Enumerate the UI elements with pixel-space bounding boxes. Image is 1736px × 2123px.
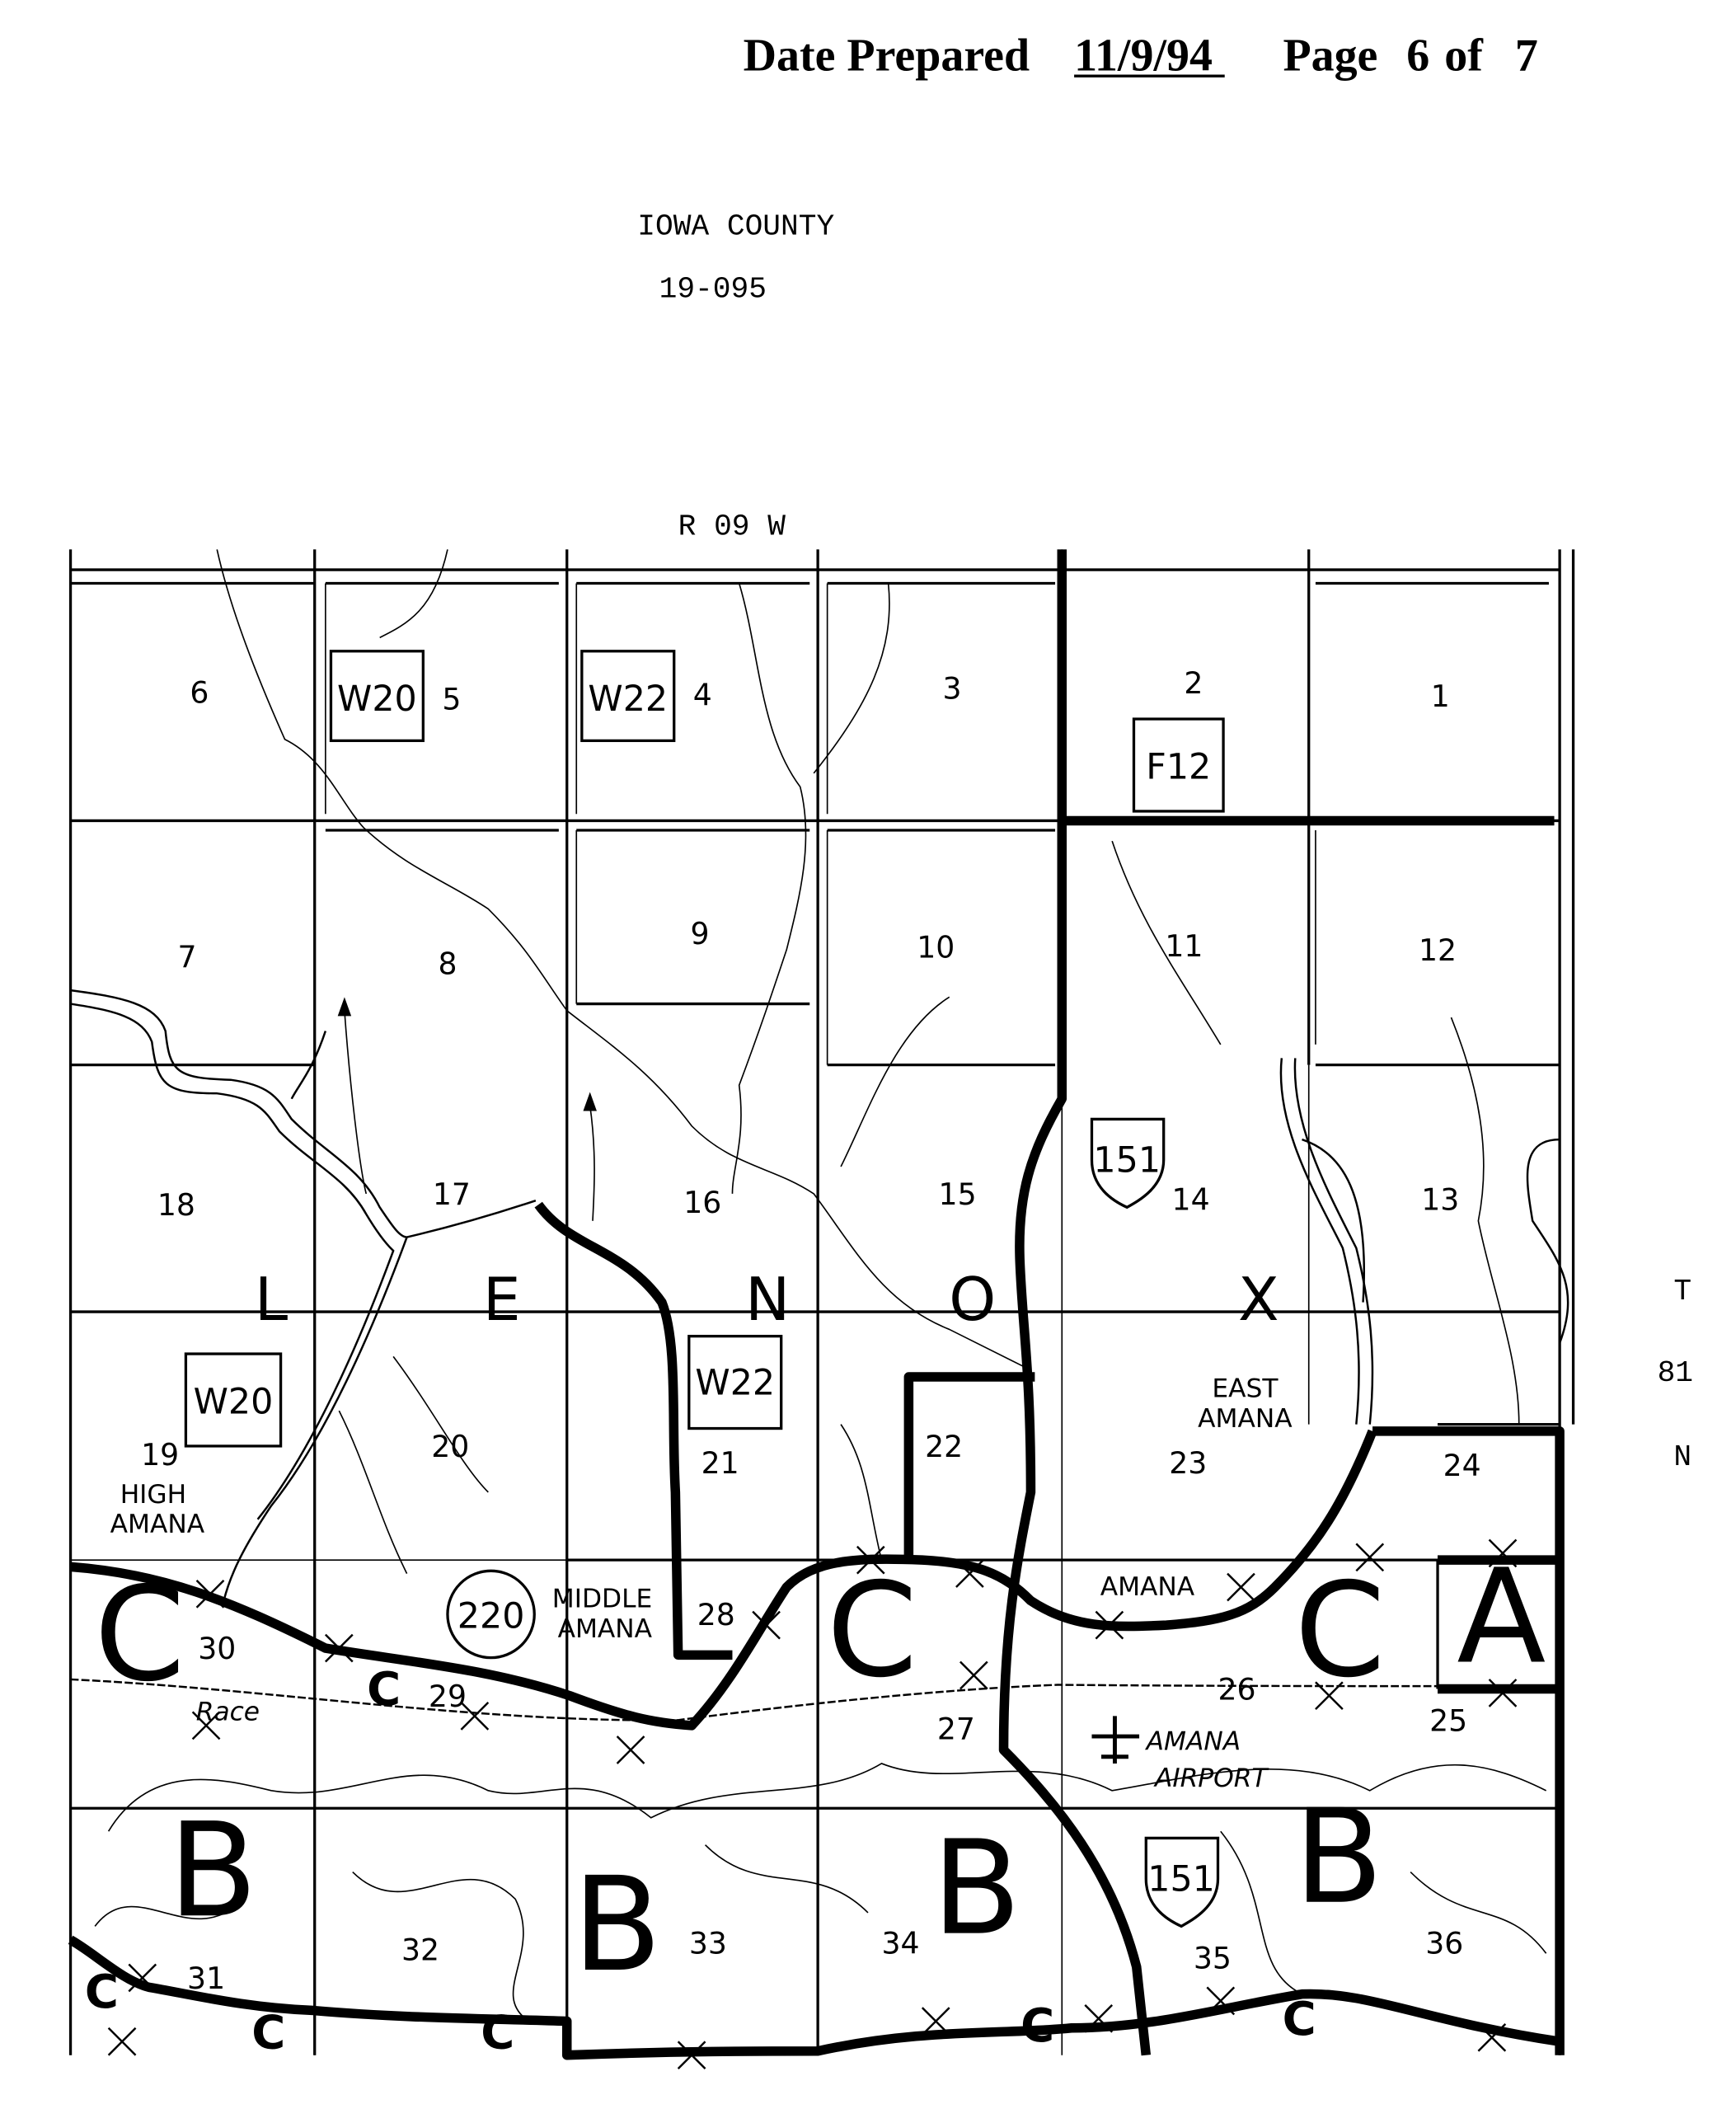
township-letter: X [1238,1266,1279,1335]
section-number: 10 [917,930,955,965]
zone-c-small: C [85,1966,119,2019]
township-n: N [1673,1440,1691,1474]
route-marker-w22: W22 [588,679,668,720]
section-number: 21 [701,1445,739,1481]
town-middle-amana: AMANA [558,1614,653,1644]
section-number: 34 [881,1925,919,1961]
section-number: 30 [198,1631,236,1666]
amana-airport-label: AIRPORT [1153,1764,1269,1793]
section-number: 33 [689,1925,727,1961]
section-number: 27 [937,1711,975,1746]
date-value: 11/9/94 [1074,31,1213,82]
section-number: 18 [157,1187,195,1223]
township-t: T [1673,1275,1691,1308]
us-route-151-shield: 151 [1147,1859,1215,1900]
town-labels: EAST AMANA HIGH AMANA MIDDLE AMANA AMANA… [110,1374,1293,1793]
header: Date Prepared 11/9/94 Page 6 of 7 [744,31,1538,82]
section-number: 19 [141,1437,179,1472]
railroad [70,1678,1560,1721]
secondary-roads [70,989,1569,1601]
section-number: 3 [942,670,961,706]
section-number: 22 [925,1429,963,1464]
section-number: 12 [1419,932,1457,968]
section-number: 4 [693,678,712,713]
township-number: 81 [1658,1356,1693,1390]
section-number: 23 [1169,1445,1207,1481]
section-number: 11 [1165,928,1203,964]
bridge-markers [107,1538,1518,2070]
section-number: 24 [1443,1448,1481,1483]
section-number: 26 [1218,1672,1255,1707]
zone-c-small: C [251,2006,285,2060]
date-label: Date Prepared [744,31,1030,82]
page-of: of [1444,31,1484,82]
town-east-amana: AMANA [1198,1404,1293,1434]
township-letter: O [949,1266,996,1335]
zone-c-small: C [1020,1999,1054,2053]
section-number: 1 [1431,679,1450,714]
section-number: 5 [442,682,461,717]
section-number: 32 [401,1933,439,1968]
section-number: 36 [1425,1925,1463,1961]
zone-b: B [1294,1782,1383,1933]
section-number: 35 [1194,1940,1232,1975]
town-middle-amana: MIDDLE [552,1585,652,1614]
county-name: IOWA COUNTY [637,210,834,244]
section-number: 8 [438,946,457,981]
airport-icon [1091,1716,1140,1764]
section-number: 7 [178,939,197,975]
section-number: 16 [683,1185,721,1220]
zone-c-small: C [367,1663,401,1717]
page-number: 6 [1406,31,1429,82]
route-marker-w20: W20 [194,1381,274,1422]
township-map: 6 5 4 3 2 1 7 8 9 10 11 12 18 17 16 15 1… [68,549,1575,2070]
township-letter: N [745,1266,790,1335]
range-label: R 09 W [678,510,786,543]
race-label: Race [196,1697,260,1726]
zone-c: C [1294,1555,1385,1707]
section-number: 25 [1429,1703,1467,1738]
section-number: 9 [690,916,709,951]
zone-b: B [572,1849,661,2001]
section-number: 29 [429,1679,467,1714]
town-amana: AMANA [1100,1572,1195,1602]
town-high-amana: HIGH [120,1480,186,1510]
primary-roads [68,549,1565,2060]
zone-b: B [168,1795,257,1947]
page-total: 7 [1515,31,1538,82]
route-marker-w20: W20 [337,679,417,720]
us-route-151-shield: 151 [1093,1140,1161,1181]
route-marker-f12: F12 [1146,746,1211,787]
section-number: 20 [431,1429,469,1464]
county-code: 19-095 [659,272,767,306]
route-marker-w22: W22 [695,1362,775,1403]
town-east-amana: EAST [1212,1374,1279,1404]
zone-c-small: C [1283,1993,1316,2046]
section-number: 14 [1172,1182,1210,1218]
section-number: 31 [187,1961,225,1996]
zone-c: C [827,1555,917,1707]
section-numbers: 6 5 4 3 2 1 7 8 9 10 11 12 18 17 16 15 1… [141,665,1481,1996]
section-number: 6 [190,674,209,710]
township-name: L E N O X [255,1266,1279,1335]
township-letter: L [255,1266,288,1335]
amana-airport-label: AMANA [1145,1726,1241,1756]
township-letter: E [483,1266,521,1335]
section-number: 17 [433,1177,471,1212]
town-high-amana: AMANA [110,1510,205,1539]
section-grid [68,549,1575,2055]
state-route-220-marker: 220 [457,1595,525,1637]
direction-arrow-icon [337,997,597,1111]
route-markers: W20 W22 F12 W20 W22 151 151 220 [184,650,1225,1928]
zone-b: B [931,1813,1020,1965]
section-number: 13 [1421,1182,1459,1218]
section-number: 2 [1184,665,1203,701]
section-number: 28 [697,1597,735,1632]
section-number: 15 [939,1177,977,1212]
zone-a: A [1457,1542,1546,1693]
zone-c: C [94,1559,185,1711]
zone-labels: C C C A B B B B C C C C C C [85,1542,1546,2060]
zone-c-small: C [481,2006,514,2060]
page-label: Page [1283,31,1377,82]
